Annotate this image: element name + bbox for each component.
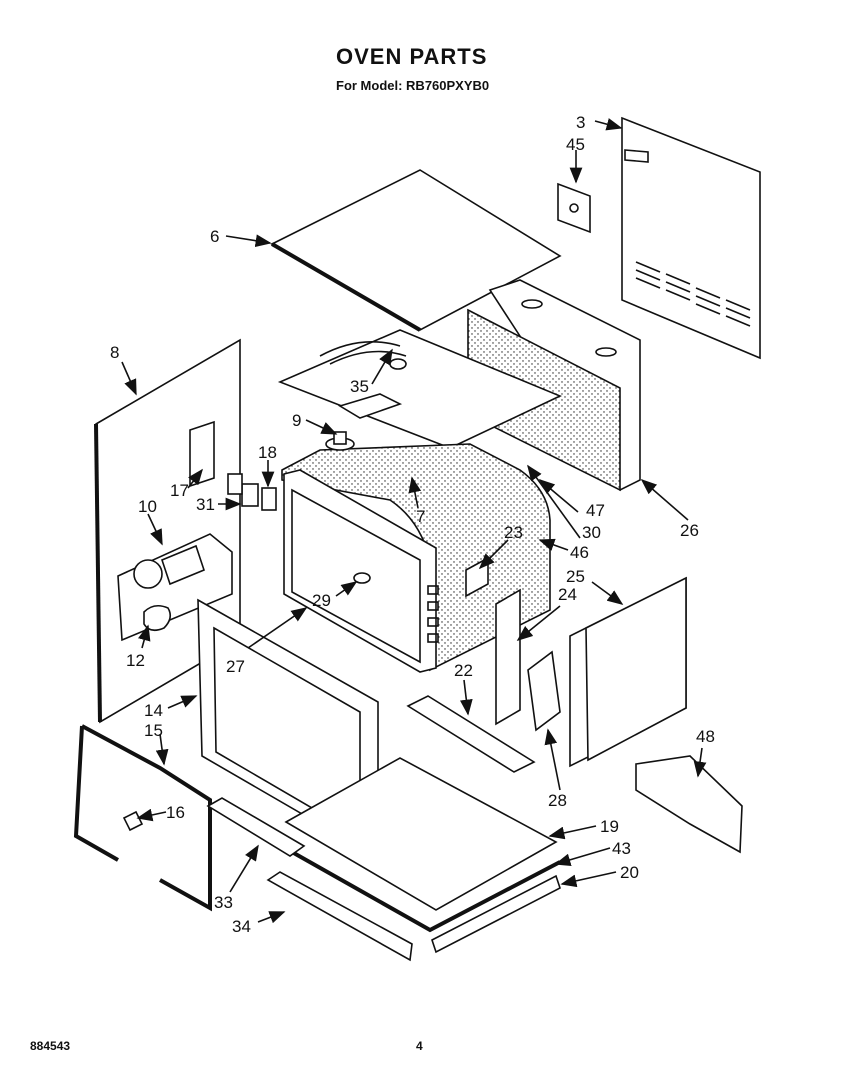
door-gasket-part-15: [73, 724, 212, 912]
hinge-part-28: [527, 650, 561, 732]
door-frame-part-14: [197, 598, 379, 860]
label-part-43: 43: [612, 839, 631, 858]
label-part-24: 24: [558, 585, 577, 604]
label-part-35: 35: [350, 377, 369, 396]
bottom-panel-part-19: [284, 757, 558, 911]
label-part-6: 6: [210, 227, 219, 246]
label-part-27: 27: [226, 657, 245, 676]
label-part-22: 22: [454, 661, 473, 680]
top-plate-part-35: [277, 329, 562, 449]
top-panel-part-6: [270, 169, 562, 332]
strip-part-24: [495, 588, 521, 726]
part-number-labels: 3 45 6 8 35 9 17 18 31 10 7 47 30 26 23 …: [110, 113, 715, 936]
document-number: 884543: [30, 1039, 71, 1053]
label-part-30: 30: [582, 523, 601, 542]
bottom-plate-part-43: [291, 850, 561, 933]
oven-cavity-part-46: [281, 431, 551, 673]
label-part-31: 31: [196, 495, 215, 514]
model-subtitle: For Model: RB760PXYB0: [336, 78, 490, 93]
label-part-17: 17: [170, 481, 189, 500]
bracket-part-45: [557, 182, 591, 234]
label-part-46: 46: [570, 543, 589, 562]
label-part-16: 16: [166, 803, 185, 822]
label-part-3: 3: [576, 113, 585, 132]
clip-part-16: [122, 810, 144, 832]
trim-part-33: [206, 797, 306, 857]
page-title: OVEN PARTS: [336, 44, 488, 69]
leader-lines: [121, 118, 707, 924]
label-part-7: 7: [416, 507, 425, 526]
label-part-26: 26: [680, 521, 699, 540]
label-part-48: 48: [696, 727, 715, 746]
trim-part-20: [431, 874, 561, 954]
rear-panel-part-3: [621, 116, 761, 360]
switch-part-18: [261, 487, 277, 511]
label-part-10: 10: [138, 497, 157, 516]
label-part-23: 23: [504, 523, 523, 542]
label-part-33: 33: [214, 893, 233, 912]
page-number: 4: [416, 1039, 423, 1053]
support-rail-part-22: [406, 695, 536, 773]
label-part-28: 28: [548, 791, 567, 810]
label-part-8: 8: [110, 343, 119, 362]
label-part-34: 34: [232, 917, 251, 936]
label-part-19: 19: [600, 817, 619, 836]
label-part-45: 45: [566, 135, 585, 154]
trim-part-34: [266, 871, 413, 962]
label-part-9: 9: [292, 411, 301, 430]
bracket-part-48: [635, 755, 743, 854]
label-part-14: 14: [144, 701, 163, 720]
side-cover-part-25: [569, 576, 687, 768]
label-part-18: 18: [258, 443, 277, 462]
label-part-15: 15: [144, 721, 163, 740]
label-part-20: 20: [620, 863, 639, 882]
label-part-47: 47: [586, 501, 605, 520]
label-part-25: 25: [566, 567, 585, 586]
label-part-29: 29: [312, 591, 331, 610]
label-part-12: 12: [126, 651, 145, 670]
switch-part-31: [227, 473, 259, 507]
